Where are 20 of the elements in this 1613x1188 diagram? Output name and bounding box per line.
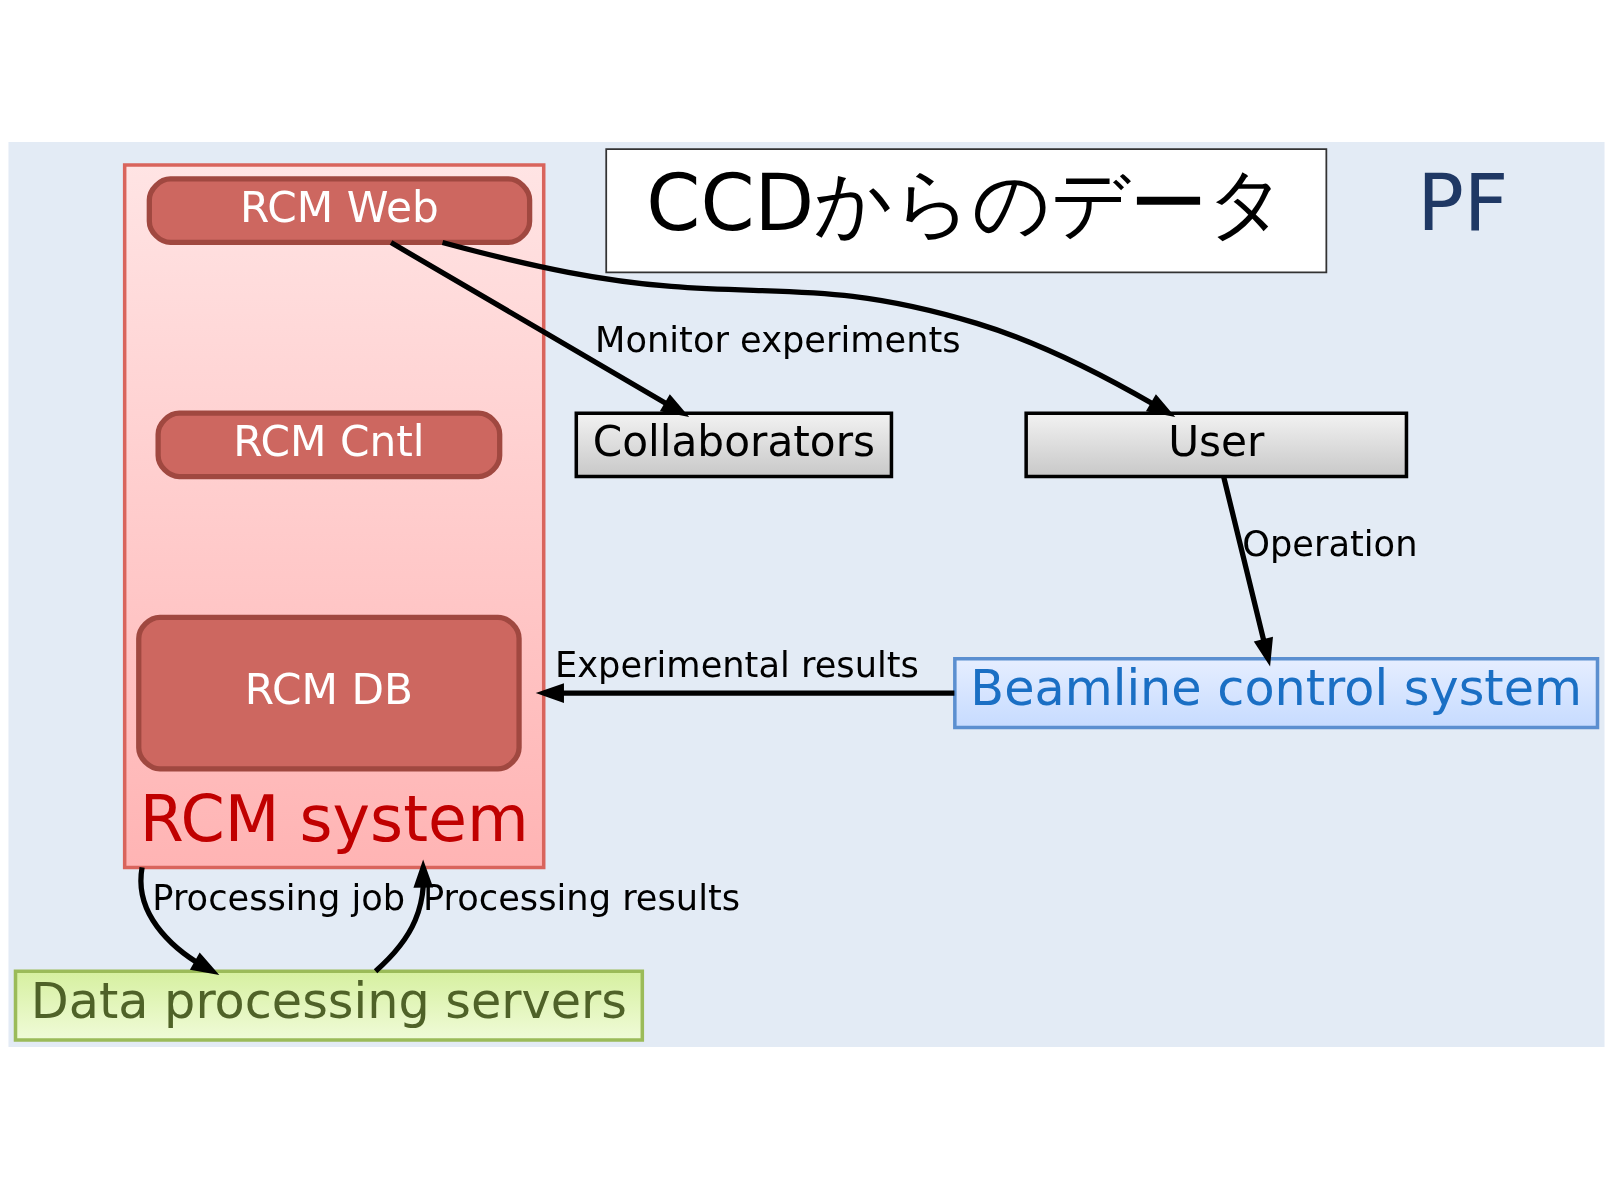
node-box: RCM Web [146,175,533,245]
edge-label: Processing results [423,876,741,918]
arrow [1221,475,1273,666]
node-box: User [1024,410,1409,478]
edge-label: Experimental results [555,643,919,685]
edge-label: Processing job [152,876,406,918]
node-box: Collaborators [574,410,894,478]
arrow [389,239,690,417]
label: PF [1417,157,1509,248]
node-box: RCM DB [136,614,522,771]
node-box: Data processing servers [13,969,645,1042]
arrow [535,682,955,703]
edge-label: Operation [1242,522,1418,564]
edge-label: Monitor experiments [595,318,961,360]
arrow [373,858,434,973]
arrow [441,239,1176,417]
node-box: Beamline control system [953,656,1600,729]
node-box: CCDからのデータ [605,147,1328,273]
arrow [138,866,220,975]
node-box: RCM Cntl [155,410,503,479]
